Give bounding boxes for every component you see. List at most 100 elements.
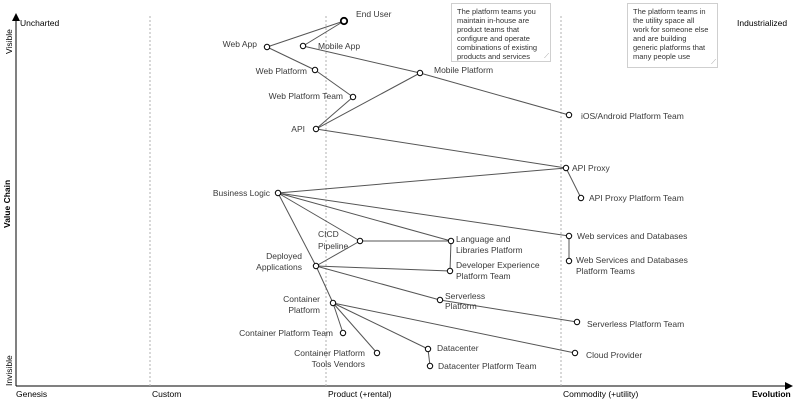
annotation-note-inhouse: The platform teams you maintain in-house… — [451, 3, 551, 62]
link-mobile-app-to-mobile-platform — [302, 45, 421, 74]
link-deployed-apps-to-dev-exp — [315, 265, 451, 272]
x-stage-commodity: Commodity (+utility) — [563, 389, 639, 399]
component-web-platform[interactable]: Web Platform — [256, 66, 319, 76]
link-business-logic-to-lang-libs — [277, 192, 452, 242]
link-container-platform-to-cloud-provider — [332, 302, 576, 354]
component-label: Mobile App — [318, 41, 360, 51]
component-container-team[interactable]: Container Platform Team — [239, 328, 347, 338]
component-node[interactable] — [339, 16, 349, 26]
link-end-user-to-mobile-app — [302, 20, 345, 47]
component-label: API — [291, 124, 305, 134]
x-stage-product: Product (+rental) — [328, 389, 392, 399]
x-stage-genesis: Genesis — [16, 389, 47, 399]
component-label: Mobile Platform — [434, 65, 493, 75]
component-business-logic[interactable]: Business Logic — [213, 188, 282, 198]
component-node[interactable] — [562, 164, 570, 172]
x-axis-title: Evolution — [752, 389, 791, 399]
component-node[interactable] — [329, 299, 337, 307]
component-label: End User — [356, 9, 392, 19]
component-label: Web Platform — [256, 66, 307, 76]
component-api-proxy-team[interactable]: API Proxy Platform Team — [577, 193, 684, 203]
component-ios-android-team[interactable]: iOS/Android Platform Team — [565, 111, 684, 121]
annotation-note-utility: The platform teams in the utility space … — [627, 3, 718, 68]
component-api[interactable]: API — [291, 124, 320, 134]
component-node[interactable] — [577, 194, 585, 202]
component-node[interactable] — [565, 232, 573, 240]
dependency-links — [266, 20, 582, 367]
component-node[interactable] — [312, 125, 320, 133]
resize-grip-icon[interactable]: ⟋ — [544, 53, 549, 60]
component-node[interactable] — [424, 345, 432, 353]
component-node[interactable] — [565, 257, 573, 265]
link-serverless-to-serverless-team — [439, 299, 578, 323]
component-node[interactable] — [311, 66, 319, 74]
component-node[interactable] — [349, 93, 357, 101]
component-node[interactable] — [571, 349, 579, 357]
component-node[interactable] — [299, 42, 307, 50]
link-deployed-apps-to-container-platform — [315, 265, 334, 304]
link-api-to-api-proxy — [315, 128, 567, 169]
link-end-user-to-web-app — [266, 20, 345, 48]
component-node[interactable] — [416, 69, 424, 77]
component-label: Serverless Platform Team — [587, 319, 684, 329]
link-web-platform-to-web-platform-team — [314, 69, 354, 98]
component-node[interactable] — [446, 267, 454, 275]
component-node[interactable] — [339, 329, 347, 337]
component-label: Web services and Databases — [577, 231, 687, 241]
component-web-platform-team[interactable]: Web Platform Team — [269, 91, 357, 101]
link-web-app-to-web-platform — [266, 46, 316, 71]
link-business-logic-to-cicd — [277, 192, 361, 242]
link-container-platform-to-datacenter — [332, 302, 429, 350]
annotation-note-inhouse-text: The platform teams you maintain in-house… — [457, 7, 538, 61]
component-label: API Proxy Platform Team — [589, 193, 684, 203]
link-web-platform-team-to-api — [315, 96, 354, 130]
component-datacenter[interactable]: Datacenter — [424, 343, 479, 353]
component-node[interactable] — [312, 262, 320, 270]
component-api-proxy[interactable]: API Proxy — [562, 163, 611, 173]
link-mobile-platform-to-api — [315, 72, 421, 130]
component-datacenter-team[interactable]: Datacenter Platform Team — [426, 361, 537, 371]
component-node[interactable] — [436, 296, 444, 304]
component-end-user[interactable]: End User — [339, 9, 392, 26]
component-node[interactable] — [274, 189, 282, 197]
component-label: Business Logic — [213, 188, 271, 198]
component-label: Web App — [223, 39, 258, 49]
link-business-logic-to-web-services-db — [277, 192, 570, 237]
component-node[interactable] — [426, 362, 434, 370]
component-node[interactable] — [565, 111, 573, 119]
link-container-platform-to-container-vendors — [332, 302, 378, 354]
component-web-app[interactable]: Web App — [223, 39, 271, 51]
y-axis-visible-label: Visible — [4, 29, 14, 54]
link-container-platform-to-container-team — [332, 302, 344, 334]
component-node[interactable] — [373, 349, 381, 357]
component-node[interactable] — [447, 237, 455, 245]
component-label: Web Platform Team — [269, 91, 343, 101]
link-deployed-apps-to-serverless — [315, 265, 441, 301]
resize-grip-icon[interactable]: ⟋ — [711, 59, 716, 66]
component-serverless-team[interactable]: Serverless Platform Team — [573, 318, 684, 329]
component-web-services-db[interactable]: Web services and Databases — [565, 231, 687, 241]
component-cloud-provider[interactable]: Cloud Provider — [571, 349, 642, 360]
component-node[interactable] — [573, 318, 581, 326]
component-mobile-platform[interactable]: Mobile Platform — [416, 65, 493, 77]
link-api-proxy-to-api-proxy-team — [565, 167, 582, 199]
component-mobile-app[interactable]: Mobile App — [299, 41, 360, 51]
component-node[interactable] — [263, 43, 271, 51]
link-mobile-platform-to-ios-android-team — [419, 72, 570, 116]
component-label: iOS/Android Platform Team — [581, 111, 684, 121]
component-node[interactable] — [356, 237, 364, 245]
